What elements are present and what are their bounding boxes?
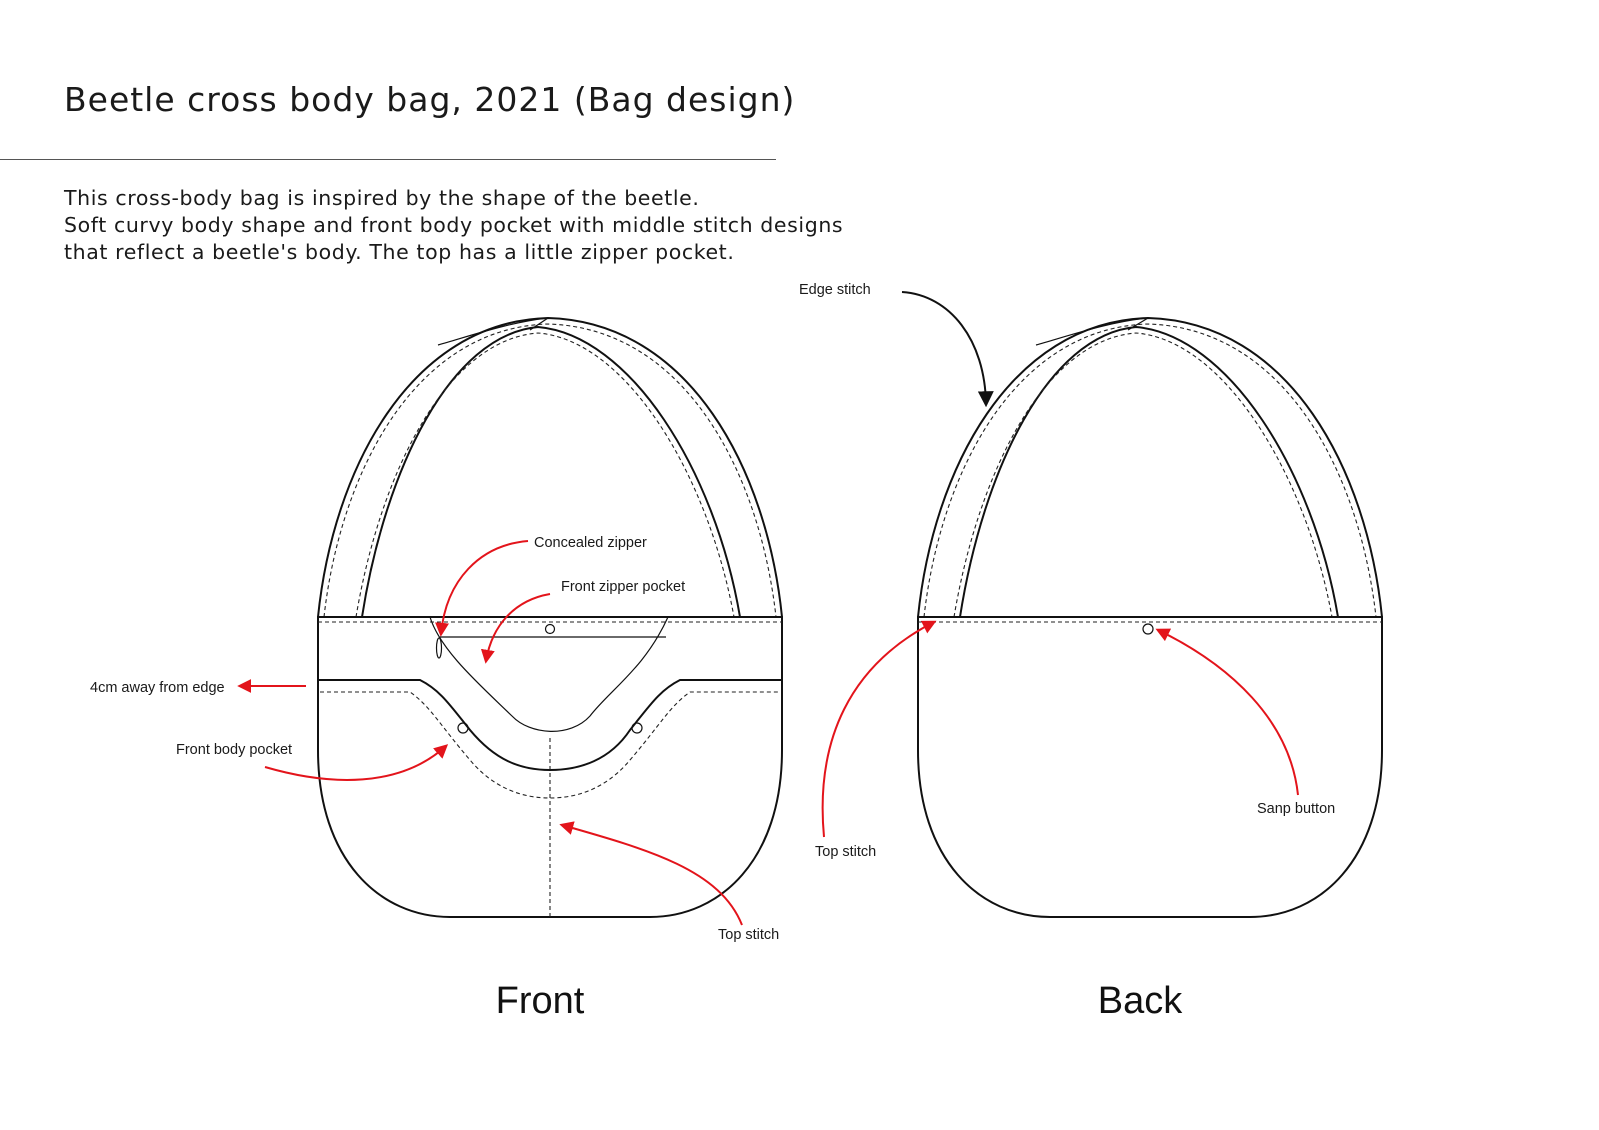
arrow-top-stitch-front — [559, 821, 743, 926]
back-body-outline — [917, 616, 1383, 918]
arrow-top-stitch-back — [821, 620, 937, 838]
label-snap-button: Sanp button — [1257, 801, 1335, 817]
front-strap — [317, 316, 783, 618]
annotation-away-from-edge: 4cm away from edge — [90, 679, 306, 696]
label-front-zipper-pocket: Front zipper pocket — [561, 579, 685, 595]
pocket-snap-left — [457, 722, 469, 734]
label-top-stitch-front: Top stitch — [718, 927, 779, 943]
annotation-top-stitch-front: Top stitch — [559, 821, 779, 943]
label-away-from-edge: 4cm away from edge — [90, 680, 225, 696]
view-label-back: Back — [1098, 980, 1183, 1022]
title-divider — [0, 159, 776, 160]
arrow-front-zipper-pocket — [480, 593, 551, 664]
back-bag — [917, 316, 1383, 918]
annotation-top-stitch-back: Top stitch — [815, 620, 937, 860]
label-front-body-pocket: Front body pocket — [176, 742, 292, 758]
front-body-outline — [317, 616, 783, 918]
view-label-front: Front — [496, 980, 585, 1022]
front-body-pocket — [318, 679, 782, 917]
front-bag — [317, 316, 783, 918]
arrow-snap-button — [1155, 628, 1299, 796]
zipper-pull — [435, 637, 443, 659]
description-line: that reflect a beetle's body. The top ha… — [64, 240, 735, 264]
annotation-front-body-pocket: Front body pocket — [176, 742, 449, 781]
description-line: This cross-body bag is inspired by the s… — [64, 186, 700, 210]
page-title: Beetle cross body bag, 2021 (Bag design) — [64, 80, 796, 119]
front-zipper-snap — [544, 623, 556, 635]
back-strap — [917, 316, 1383, 618]
description: This cross-body bag is inspired by the s… — [64, 185, 843, 266]
description-line: Soft curvy body shape and front body poc… — [64, 213, 844, 237]
arrow-edge-stitch — [901, 291, 994, 408]
annotation-snap-button: Sanp button — [1155, 628, 1335, 817]
front-zipper-pocket — [429, 616, 669, 732]
arrow-front-body-pocket — [264, 744, 449, 781]
arrow-concealed-zipper — [435, 540, 529, 637]
annotation-edge-stitch: Edge stitch — [799, 282, 994, 408]
annotation-concealed-zipper: Concealed zipper — [435, 535, 647, 637]
label-top-stitch-back: Top stitch — [815, 844, 876, 860]
label-concealed-zipper: Concealed zipper — [534, 535, 647, 551]
back-snap-button — [1142, 623, 1154, 635]
pocket-snap-right — [631, 722, 643, 734]
label-edge-stitch: Edge stitch — [799, 282, 871, 298]
annotation-front-zipper-pocket: Front zipper pocket — [480, 579, 685, 664]
